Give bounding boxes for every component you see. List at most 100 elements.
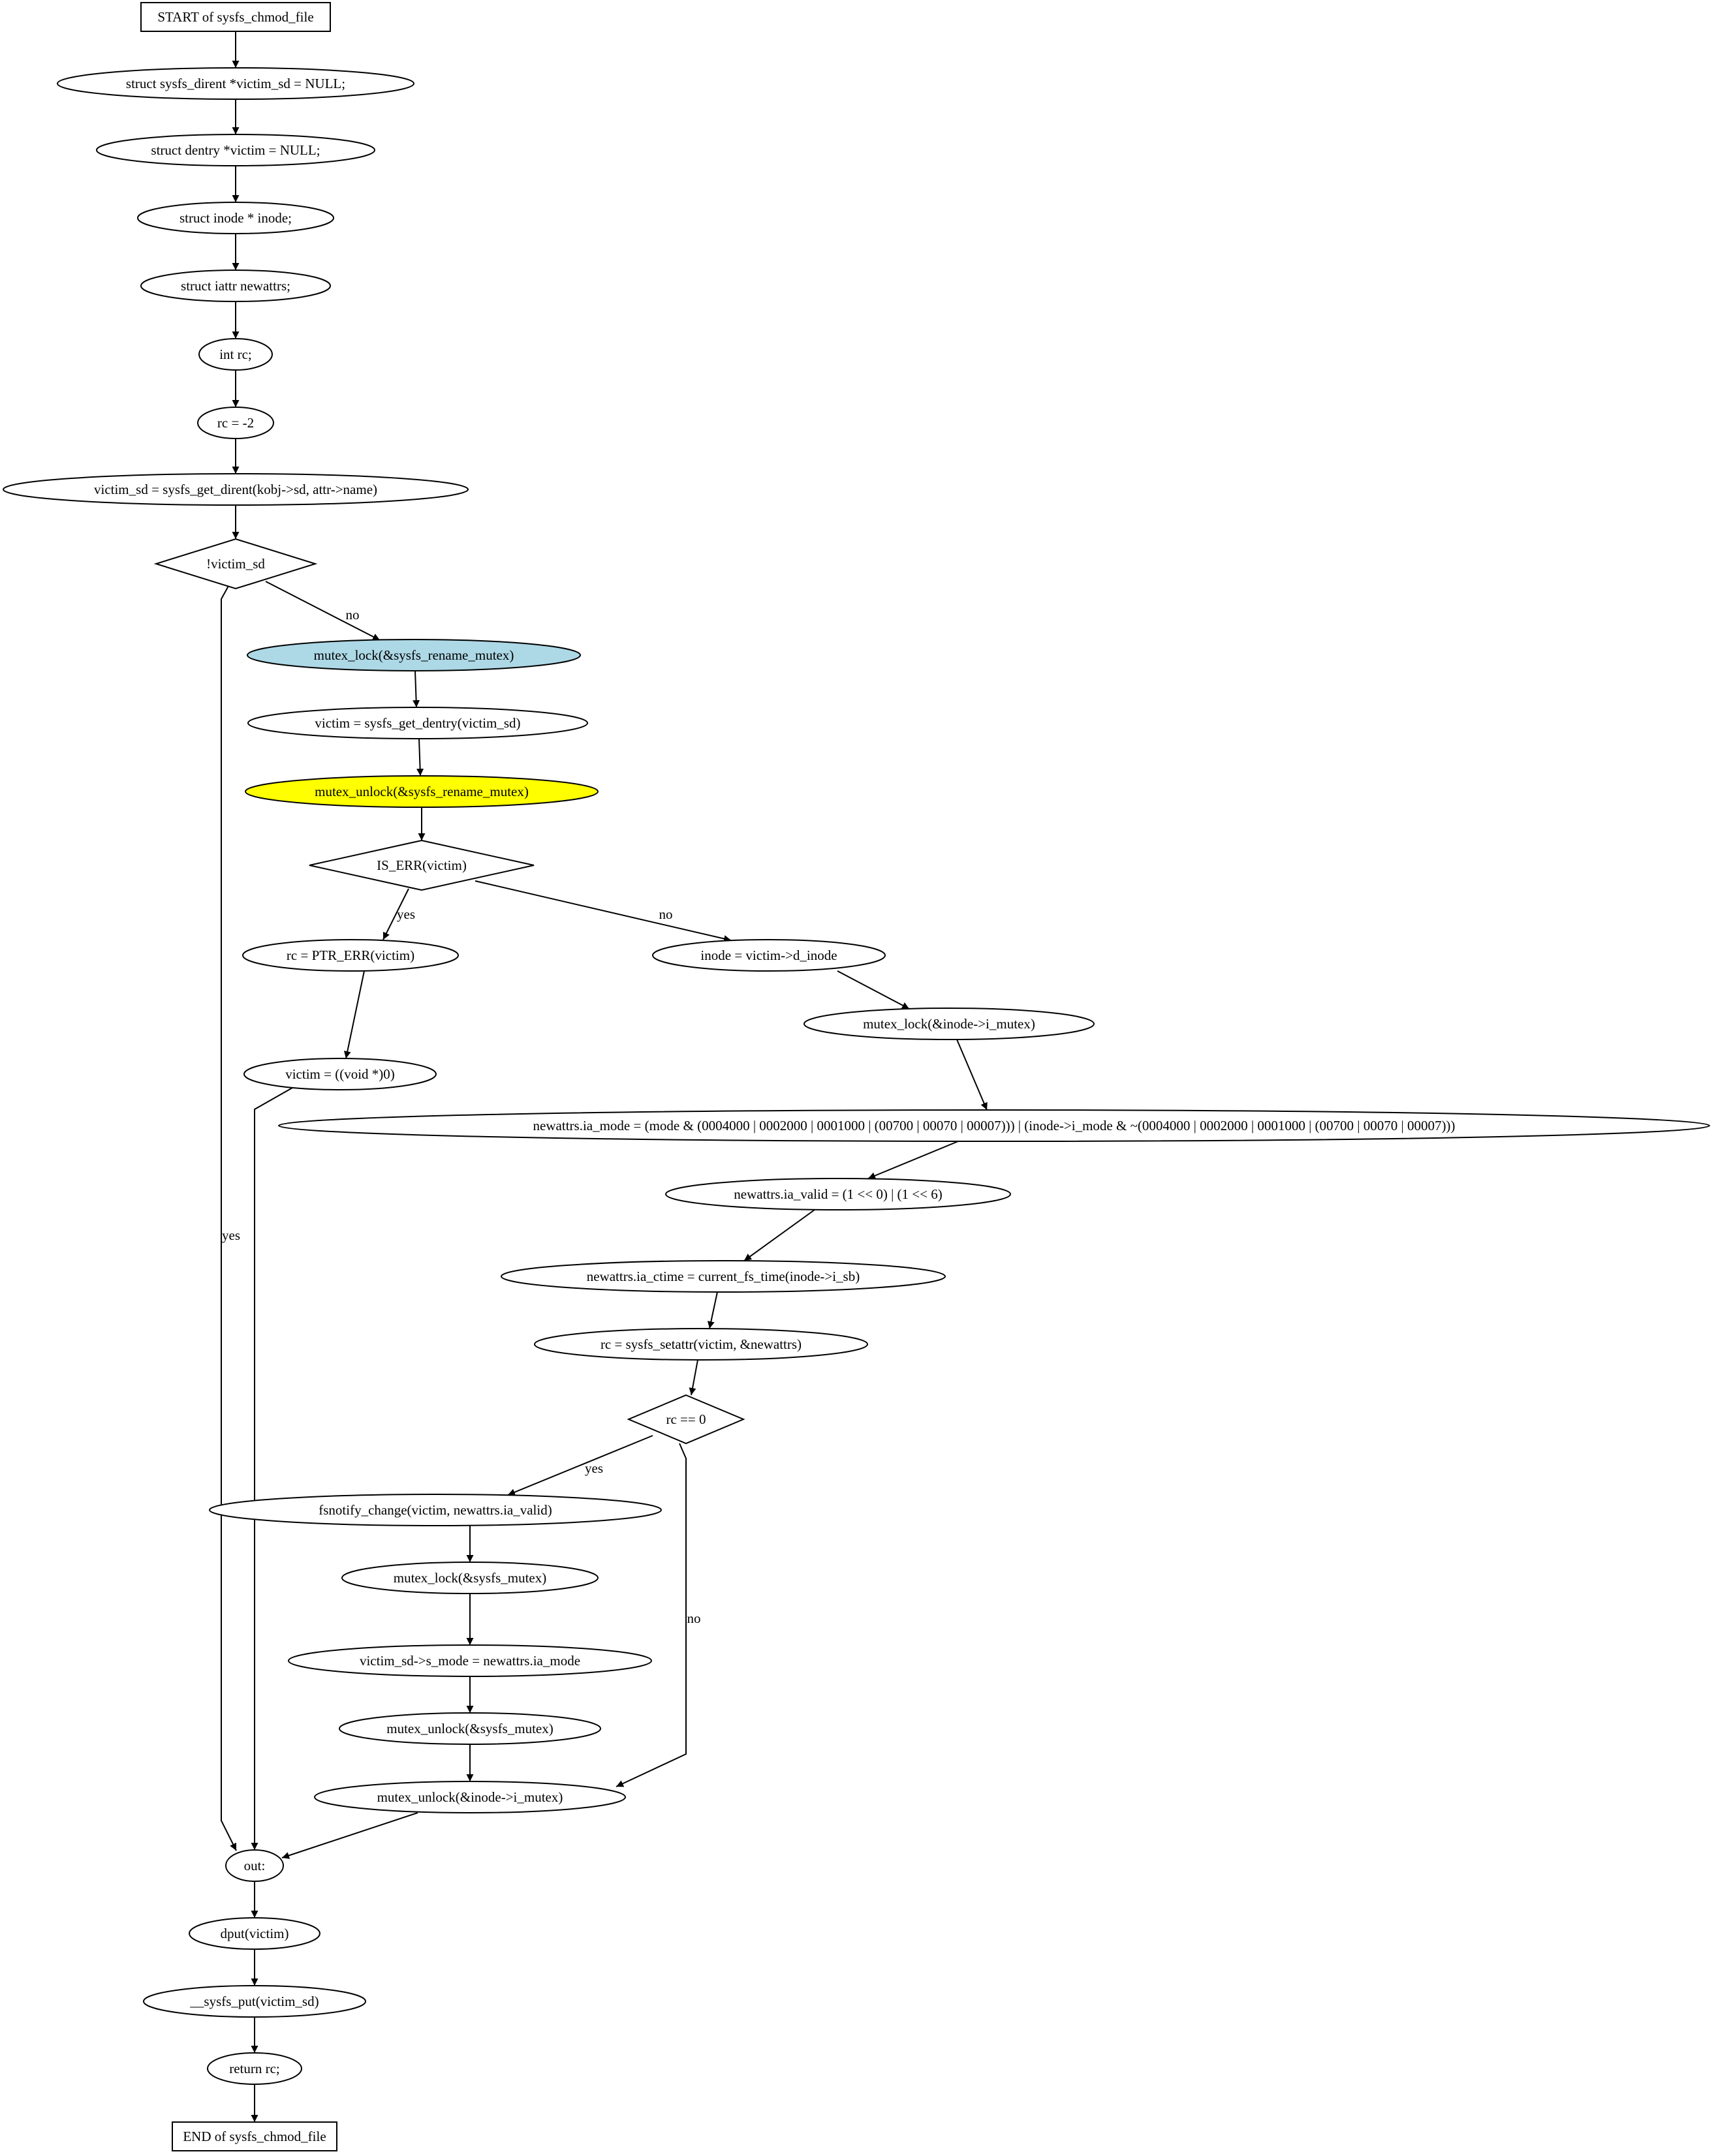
node-label: __sysfs_put(victim_sd) [189, 1994, 319, 2009]
node-label: newattrs.ia_valid = (1 << 0) | (1 << 6) [734, 1186, 942, 1202]
edge-d1-to-n8: no [265, 581, 381, 641]
edge-n11-to-n12 [343, 970, 365, 1059]
node-label: struct sysfs_dirent *victim_sd = NULL; [126, 76, 345, 91]
edge-n16-to-n17 [743, 1209, 815, 1261]
statement-ellipse-shape [143, 1985, 366, 2018]
edge-line [343, 970, 365, 1059]
node-n12-statement-ellipse: victim = ((void *)0) [243, 1058, 437, 1090]
node-label: return rc; [229, 2061, 280, 2076]
edge-line [837, 970, 910, 1009]
statement-ellipse-shape [278, 1109, 1710, 1142]
node-n21-statement-ellipse: victim_sd->s_mode = newattrs.ia_mode [288, 1644, 652, 1677]
node-n16-statement-ellipse: newattrs.ia_valid = (1 << 0) | (1 << 6) [665, 1178, 1011, 1210]
statement-ellipse-shape [198, 338, 273, 371]
node-n2-statement-ellipse: struct dentry *victim = NULL; [96, 134, 375, 166]
decision-diamond-shape [309, 839, 535, 891]
statement-ellipse-shape [3, 473, 469, 506]
node-n10-statement-ellipse: mutex_unlock(&sysfs_rename_mutex) [245, 775, 599, 808]
node-d1-decision-diamond: !victim_sd [153, 538, 318, 590]
node-label: mutex_lock(&inode->i_mutex) [863, 1016, 1035, 1032]
node-n22-statement-ellipse: mutex_unlock(&sysfs_mutex) [339, 1712, 601, 1745]
node-n9-statement-ellipse: victim = sysfs_get_dentry(victim_sd) [247, 707, 588, 739]
statement-ellipse-shape [242, 939, 459, 972]
node-label: rc = -2 [217, 415, 254, 431]
node-n8-statement-ellipse: mutex_lock(&sysfs_rename_mutex) [247, 639, 581, 671]
statement-ellipse-shape [501, 1260, 946, 1293]
edge-label-yes: yes [585, 1460, 603, 1476]
node-n24-statement-ellipse: dput(victim) [189, 1917, 320, 1950]
node-n23-statement-ellipse: mutex_unlock(&inode->i_mutex) [314, 1781, 626, 1813]
node-d2-decision-diamond: IS_ERR(victim) [309, 839, 535, 891]
edge-line [413, 670, 420, 708]
node-label: int rc; [219, 346, 252, 362]
edge-d2-to-n13: no [475, 880, 732, 942]
node-label: START of sysfs_chmod_file [157, 9, 313, 25]
node-label: END of sysfs_chmod_file [183, 2129, 326, 2144]
edge-d3-to-n23: no [616, 1443, 701, 1787]
edge-n12-to-out [251, 1087, 293, 1850]
edge-line [416, 738, 424, 777]
statement-ellipse-shape [339, 1712, 601, 1745]
node-label: victim = sysfs_get_dentry(victim_sd) [315, 715, 520, 731]
edge-line [743, 1209, 815, 1261]
edge-line [475, 880, 732, 942]
node-label: mutex_unlock(&sysfs_mutex) [386, 1721, 553, 1736]
node-label: fsnotify_change(victim, newattrs.ia_vali… [319, 1502, 552, 1518]
node-label: mutex_unlock(&inode->i_mutex) [377, 1789, 563, 1805]
node-n19-statement-ellipse: fsnotify_change(victim, newattrs.ia_vali… [209, 1494, 662, 1526]
node-label: rc = PTR_ERR(victim) [287, 947, 414, 963]
statement-ellipse-shape [207, 2052, 302, 2085]
statement-ellipse-shape [341, 1562, 599, 1594]
terminal-box-shape [172, 2121, 337, 2151]
edge-d1-to-out: yes [221, 585, 240, 1851]
edge-d3-to-n19: yes [507, 1435, 653, 1496]
statement-ellipse-shape [197, 407, 274, 439]
node-n26-statement-ellipse: return rc; [207, 2052, 302, 2085]
edge-line [707, 1291, 718, 1329]
node-label: newattrs.ia_mode = (mode & (0004000 | 00… [533, 1118, 1456, 1133]
statement-ellipse-shape [209, 1494, 662, 1526]
node-label: rc == 0 [666, 1411, 706, 1427]
node-d3-decision-diamond: rc == 0 [627, 1394, 745, 1445]
statement-ellipse-shape [243, 1058, 437, 1090]
edge-n9-to-n10 [416, 738, 424, 777]
node-n7-statement-ellipse: victim_sd = sysfs_get_dirent(kobj->sd, a… [3, 473, 469, 506]
node-n14-statement-ellipse: mutex_lock(&inode->i_mutex) [803, 1008, 1095, 1040]
edge-n13-to-n14 [837, 970, 910, 1009]
edge-line [867, 1141, 959, 1179]
edge-d2-to-n11: yes [382, 888, 415, 940]
node-end-terminal-box: END of sysfs_chmod_file [172, 2121, 337, 2151]
node-n1-statement-ellipse: struct sysfs_dirent *victim_sd = NULL; [57, 67, 414, 100]
statement-ellipse-shape [189, 1917, 320, 1950]
node-n15-statement-ellipse: newattrs.ia_mode = (mode & (0004000 | 00… [278, 1109, 1710, 1142]
statement-ellipse-shape [803, 1008, 1095, 1040]
edge-line [616, 1443, 687, 1787]
node-label: mutex_lock(&sysfs_rename_mutex) [314, 647, 514, 663]
node-n25-statement-ellipse: __sysfs_put(victim_sd) [143, 1985, 366, 2018]
edge-label-no: no [659, 906, 673, 922]
decision-diamond-shape [153, 538, 318, 590]
node-n20-statement-ellipse: mutex_lock(&sysfs_mutex) [341, 1562, 599, 1594]
node-start-terminal-box: START of sysfs_chmod_file [140, 2, 331, 32]
edge-line [221, 585, 237, 1851]
node-label: victim = ((void *)0) [285, 1066, 395, 1082]
edge-line [382, 888, 409, 940]
statement-ellipse-shape [534, 1328, 868, 1361]
statement-ellipse-shape [245, 775, 599, 808]
edge-line [689, 1359, 698, 1396]
node-label: !victim_sd [206, 556, 265, 572]
edge-line [251, 1087, 293, 1850]
edge-label-no: no [687, 1610, 701, 1626]
edge-line [507, 1435, 653, 1496]
statement-ellipse-shape [665, 1178, 1011, 1210]
node-label: IS_ERR(victim) [377, 857, 467, 873]
edges-layer: no yes yes no yes no [221, 31, 988, 2122]
decision-diamond-shape [627, 1394, 745, 1445]
statement-ellipse-shape [314, 1781, 626, 1813]
edge-n18-to-d3 [689, 1359, 698, 1396]
edge-n15-to-n16 [867, 1141, 959, 1179]
edge-n17-to-n18 [707, 1291, 718, 1329]
node-label: victim_sd = sysfs_get_dirent(kobj->sd, a… [94, 482, 377, 497]
